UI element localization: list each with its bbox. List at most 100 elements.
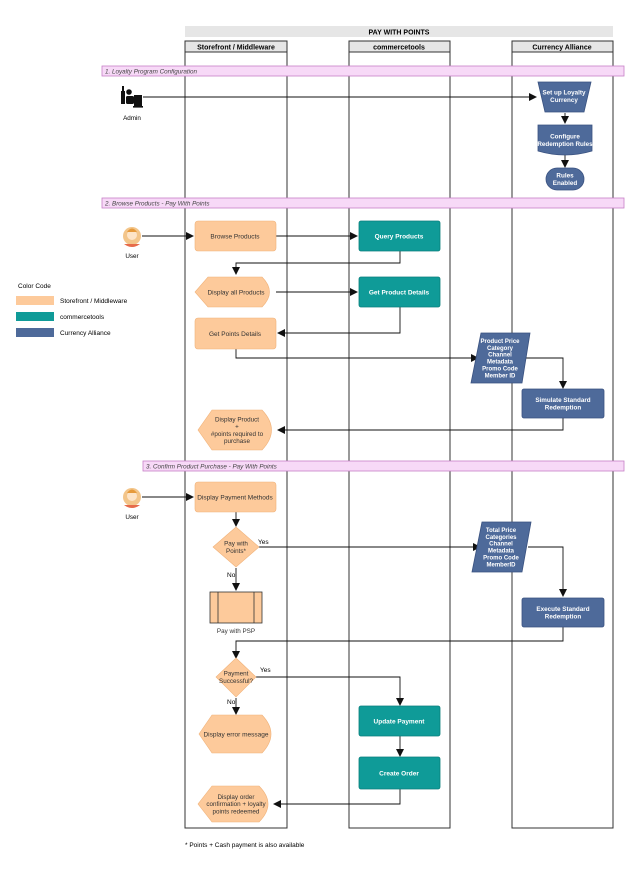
label-line: purchase xyxy=(224,438,250,445)
get-points-details-text: Get Points Details xyxy=(209,331,262,338)
lane-storefront: Storefront / Middleware xyxy=(184,40,288,829)
update-payment-text: Update Payment xyxy=(374,718,426,725)
label-line: Metadata xyxy=(487,360,514,366)
label-line: Create Order xyxy=(379,770,419,777)
label-line: Redemption Rules xyxy=(537,141,593,148)
display-all-products-text: Display all Products xyxy=(207,289,265,296)
rules-enabled-node xyxy=(545,167,585,191)
edge-execute-merge xyxy=(232,627,564,659)
query-products-text: Query Products xyxy=(375,233,424,240)
legend-label-alliance: Currency Alliance xyxy=(60,330,111,337)
label-line: Display order xyxy=(217,794,254,801)
display-payment-methods-text: Display Payment Methods xyxy=(197,494,273,501)
legend-swatch-storefront xyxy=(16,296,54,305)
edge-label-yes-payment: Yes xyxy=(260,667,271,674)
edge-data-execute xyxy=(528,546,567,597)
get-points-details-node xyxy=(194,317,277,350)
label-line: Member ID xyxy=(485,373,516,379)
label-line: Enabled xyxy=(553,180,578,187)
label-line: Display error message xyxy=(203,731,268,738)
legend-label-storefront: Storefront / Middleware xyxy=(60,298,128,305)
edge-points-data xyxy=(235,349,479,362)
label-line: Browse Products xyxy=(210,233,260,240)
label-line: Get Product Details xyxy=(369,289,430,296)
pay-with-points-decision xyxy=(212,526,260,568)
section-2-label: 2. Browse Products - Pay With Points xyxy=(104,201,210,208)
label-line: Total Price xyxy=(486,528,517,534)
setup-loyalty-currency-node xyxy=(537,81,592,113)
admin-icon xyxy=(121,86,143,108)
label-line: Update Payment xyxy=(374,718,426,725)
edge-order-confirm xyxy=(273,789,401,808)
lane-commercetools: commercetools xyxy=(348,40,451,829)
legend-label-commercetools: commercetools xyxy=(60,314,105,321)
label-line: Query Products xyxy=(375,233,424,240)
legend: Color Code Storefront / Middleware comme… xyxy=(16,283,128,337)
edge-query-display xyxy=(232,251,401,275)
get-product-details-text: Get Product Details xyxy=(369,289,430,296)
label-line: Category xyxy=(487,346,514,352)
total-price-data-node xyxy=(471,521,532,573)
label-line: Promo Code xyxy=(483,555,519,561)
label-line: Redemption xyxy=(545,613,582,620)
lane-alliance-title: Currency Alliance xyxy=(532,45,591,52)
label-line: Successful? xyxy=(219,678,253,685)
browse-products-text: Browse Products xyxy=(210,233,260,240)
configure-rules-node xyxy=(537,124,593,156)
user-2-label: User xyxy=(125,514,138,521)
label-line: Points* xyxy=(226,548,247,555)
create-order-node xyxy=(358,756,441,790)
label-line: Set up Loyalty xyxy=(542,90,586,97)
label-line: confirmation + loyalty xyxy=(206,801,266,808)
browse-products-node xyxy=(194,220,277,252)
title-bar xyxy=(185,26,613,37)
display-payment-methods-node xyxy=(194,481,277,513)
edge-details-points xyxy=(277,307,401,337)
display-confirmation-node xyxy=(197,785,269,823)
user-avatar-icon xyxy=(123,227,141,247)
display-product-points-node xyxy=(197,409,272,451)
label-line: Display Payment Methods xyxy=(197,494,273,501)
payment-successful-decision xyxy=(215,657,257,698)
lane-storefront-title: Storefront / Middleware xyxy=(197,45,275,52)
label-line: Currency xyxy=(550,97,578,104)
label-line: Payment xyxy=(224,671,249,678)
legend-title: Color Code xyxy=(18,283,51,290)
edge-label-yes-points: Yes xyxy=(258,539,269,546)
user-avatar-icon xyxy=(123,488,141,508)
footnote: * Points + Cash payment is also availabl… xyxy=(185,842,305,849)
diagram-title: PAY WITH POINTS xyxy=(369,30,430,37)
label-line: Promo Code xyxy=(482,366,518,372)
label-line: Metadata xyxy=(488,549,515,555)
label-line: + xyxy=(235,424,239,431)
update-payment-node xyxy=(358,705,441,737)
section-3-label: 3. Confirm Product Purchase - Pay With P… xyxy=(146,464,278,471)
label-line: Pay with PSP xyxy=(217,628,255,635)
lane-commercetools-title: commercetools xyxy=(373,45,425,52)
label-line: Simulate Standard xyxy=(535,397,590,404)
edges xyxy=(142,93,569,808)
label-line: Execute Standard xyxy=(536,606,589,613)
display-error-node xyxy=(198,714,272,754)
label-line: Display all Products xyxy=(207,289,265,296)
legend-swatch-commercetools xyxy=(16,312,54,321)
label-line: Product Price xyxy=(480,339,520,345)
label-line: MemberID xyxy=(486,562,516,568)
section-1-label: 1. Loyalty Program Configuration xyxy=(105,69,198,76)
simulate-redemption-node xyxy=(521,388,605,419)
label-line: Channel xyxy=(488,353,512,359)
label-line: Redemption xyxy=(545,404,582,411)
label-line: Categories xyxy=(485,535,517,541)
edge-success-yes xyxy=(256,676,404,706)
pay-with-psp-label: Pay with PSP xyxy=(217,628,255,635)
